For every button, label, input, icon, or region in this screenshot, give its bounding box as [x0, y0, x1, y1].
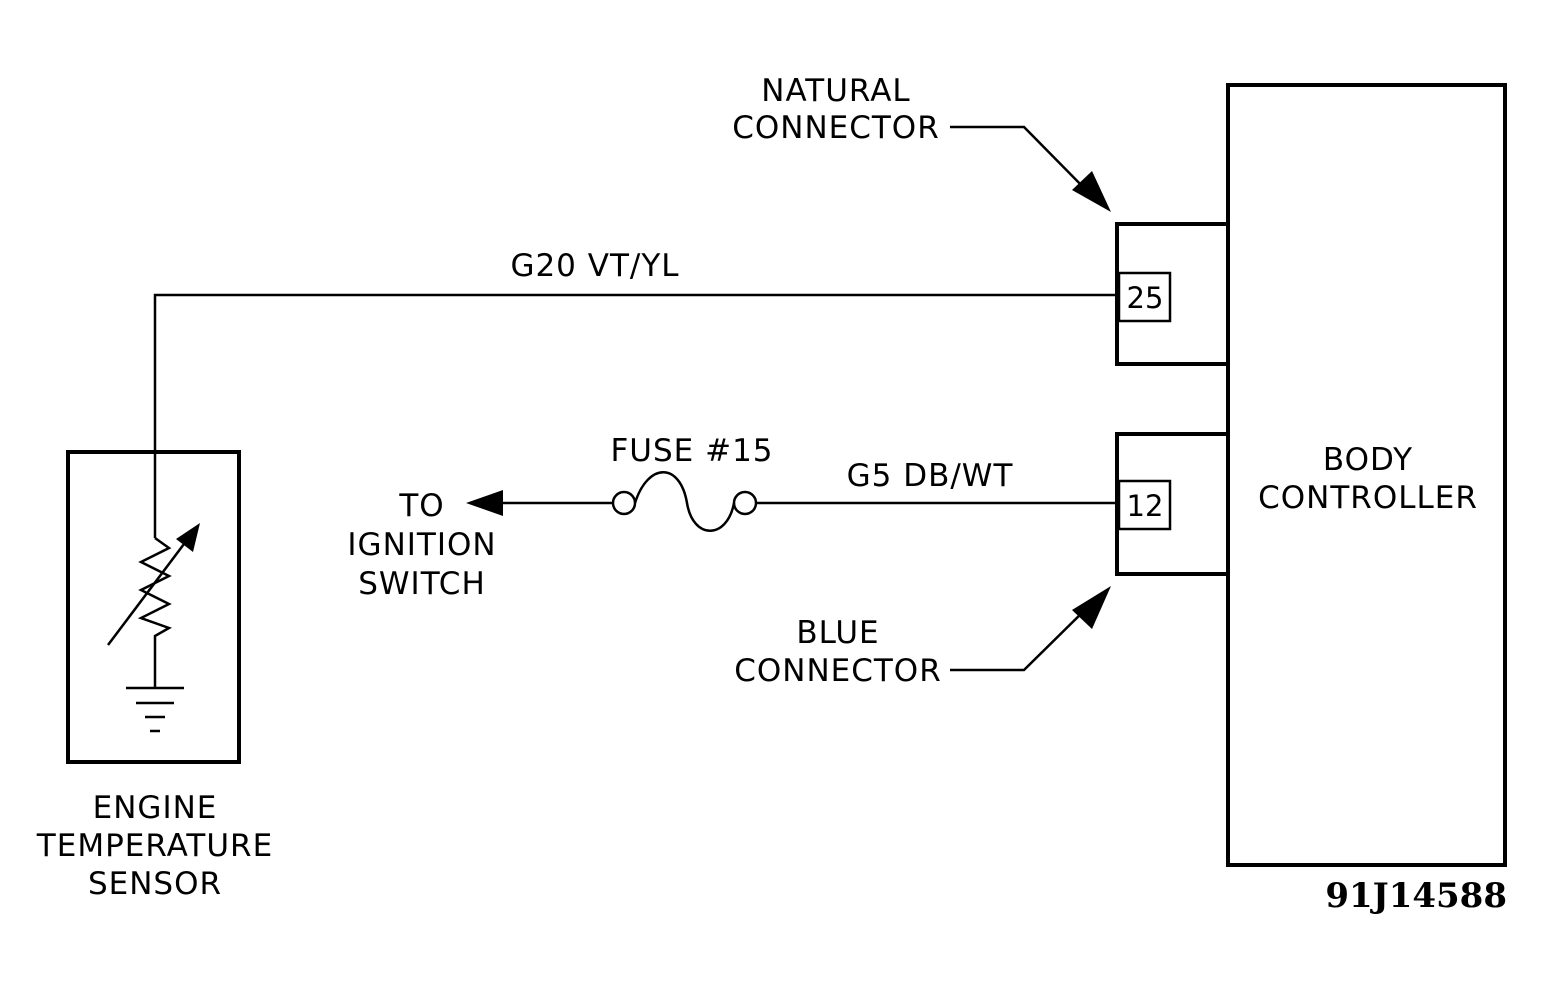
- ignition-label-2: IGNITION: [347, 527, 496, 563]
- sensor-label-1: ENGINE: [93, 790, 218, 826]
- fuse-element: [633, 471, 736, 532]
- blue-connector-label-1: BLUE: [796, 615, 879, 651]
- natural-connector-label-1: NATURAL: [761, 73, 910, 109]
- fuse-terminal-right: [732, 490, 758, 516]
- wire-g20-label: G20 VT/YL: [510, 248, 679, 284]
- ignition-label-1: TO: [398, 488, 444, 524]
- natural-connector-arrowhead: [1072, 171, 1111, 212]
- sensor-label-2: TEMPERATURE: [36, 828, 273, 864]
- natural-connector-label-2: CONNECTOR: [732, 110, 940, 146]
- body-controller-label-2: CONTROLLER: [1258, 480, 1478, 516]
- fuse-label: FUSE #15: [610, 433, 773, 469]
- sensor-label-3: SENSOR: [88, 866, 222, 902]
- figure-id: 91J14588: [1325, 876, 1507, 916]
- thermistor-arrow-shaft: [107, 535, 191, 646]
- fuse-terminal-left: [611, 490, 637, 516]
- pin-12-label: 12: [1127, 489, 1164, 523]
- ignition-arrowhead: [466, 490, 503, 516]
- blue-connector-label-2: CONNECTOR: [734, 653, 942, 689]
- pin-12-box: [1117, 479, 1172, 531]
- body-controller-box: [1226, 83, 1507, 867]
- pin-25-box: [1117, 271, 1172, 323]
- wire-g5-label: G5 DB/WT: [847, 458, 1014, 494]
- body-controller-label-1: BODY: [1323, 442, 1413, 478]
- thermistor-zigzag: [137, 536, 172, 688]
- ignition-label-3: SWITCH: [358, 566, 486, 602]
- engine-temp-sensor-box: [66, 450, 241, 764]
- wire-g20: [153, 293, 1119, 538]
- blue-connector-leader: [950, 602, 1093, 672]
- pin-25-label: 25: [1127, 281, 1164, 315]
- thermistor-arrowhead: [176, 523, 200, 552]
- natural-connector-leader: [950, 125, 1093, 197]
- blue-connector-arrowhead: [1072, 586, 1111, 629]
